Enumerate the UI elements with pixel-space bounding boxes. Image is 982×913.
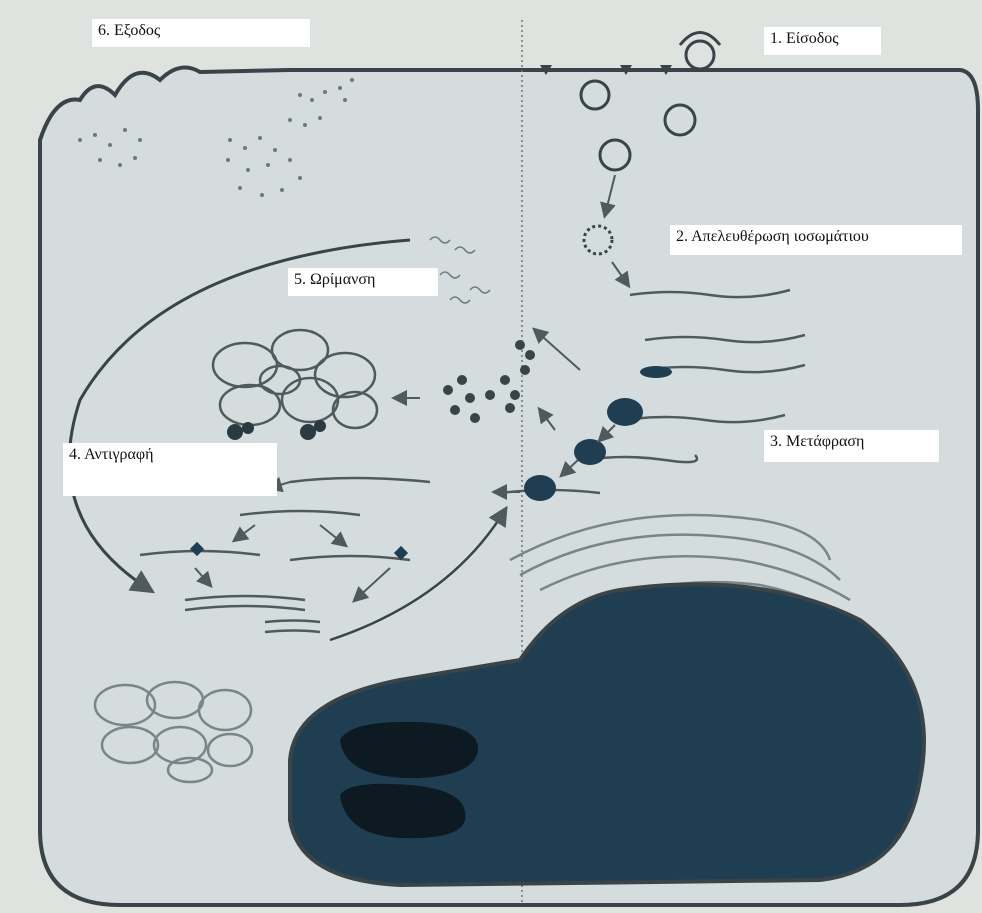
label-release: 2. Απελευθέρωση ιοσωμάτιου: [670, 225, 962, 255]
label-replication: 4. Αντιγραφή: [63, 443, 277, 496]
label-maturation: 5. Ωρίμανση: [288, 268, 438, 296]
label-translation: 3. Μετάφραση: [764, 430, 939, 462]
label-exit: 6. Εξοδος: [92, 19, 310, 47]
label-entry: 1. Είσοδος: [764, 27, 881, 55]
